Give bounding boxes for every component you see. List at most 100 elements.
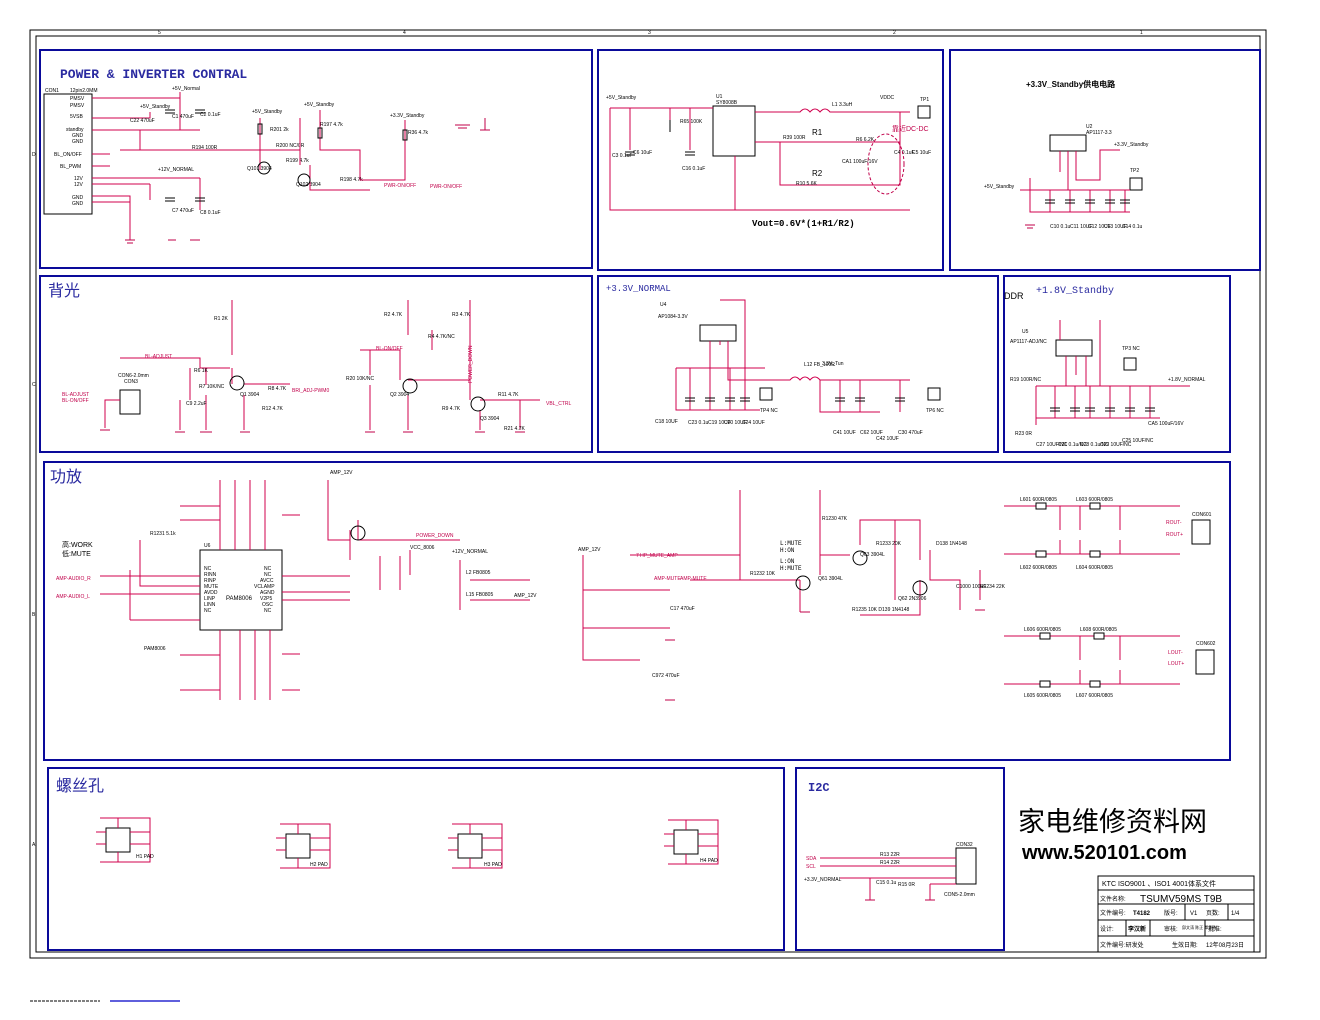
bl-onoff-con: BL-ON/OFF <box>62 398 89 404</box>
r13-label: R13 22R <box>880 852 900 858</box>
watermark-url: www.520101.com <box>1021 842 1187 864</box>
pin-label: AVDD <box>204 590 218 596</box>
part-label: C9 2.2uF <box>186 401 207 407</box>
watermark-chinese: 家电维修资料网 <box>1018 807 1207 837</box>
part-label: C22 470uF <box>130 118 155 124</box>
row-mark: C <box>32 382 36 388</box>
col-mark: 1 <box>1140 30 1143 36</box>
u5-part: AP1117-ADJ/NC <box>1010 339 1047 345</box>
part-label: Q101 3904 <box>247 166 272 172</box>
part-label: R7 10K/NC <box>199 384 225 390</box>
bead-label: L608 600R/0805 <box>1080 627 1117 633</box>
backlight-circuit: 背光 CON6-2.0mm CON3 BL-ADJUST BL-ADJUST B… <box>48 282 572 433</box>
state-label: L:MUTE <box>780 540 802 547</box>
part-label: R21 4.7K <box>504 426 526 432</box>
part-label: R3 4.7K <box>452 312 471 318</box>
part-label: C1000 100uF <box>956 584 986 590</box>
net-label: +3.3V_Standby <box>390 113 425 119</box>
standby18-circuit: DDR +1.8V_Standby U5 AP1117-ADJ/NC TP3 N… <box>1004 285 1206 448</box>
vddc-net: VDDC <box>880 95 895 101</box>
part-label: R39 100R <box>783 135 806 141</box>
fb-label: L2 FB0805 <box>466 570 491 576</box>
vcc8006-net: VCC_8006 <box>410 545 435 551</box>
pin-label: AVCC <box>260 578 274 584</box>
part-label: C7 470uF <box>172 208 194 214</box>
u4-part: AP1084-3.3V <box>658 314 688 320</box>
screw-label: H2 PAD <box>310 862 328 868</box>
scl-net: SCL <box>806 864 816 870</box>
part-label: C30 470uF <box>898 430 923 436</box>
backlight-title: 背光 <box>48 282 80 300</box>
part-label: R36 4.7k <box>408 130 429 136</box>
bead-label: L605 600R/0805 <box>1024 693 1061 699</box>
bead-label: L606 600R/0805 <box>1024 627 1061 633</box>
pin-label: NC <box>264 566 272 572</box>
part-label: C29 10UF/NC <box>1100 442 1132 448</box>
con601-label: CON601 <box>1192 512 1212 518</box>
part-label: R2 4.7K <box>384 312 403 318</box>
part-label: C4 0.1uF <box>894 150 915 156</box>
part-label: C972 470uF <box>652 673 680 679</box>
part-label: D138 1N4148 <box>936 541 967 547</box>
pin-label: RINN <box>204 572 217 578</box>
part-label: R198 4.7k <box>340 177 363 183</box>
pin-label: NC <box>204 566 212 572</box>
part-label: R65 100K <box>680 119 703 125</box>
normal33-block <box>597 275 999 453</box>
part-label: Q102 3904 <box>296 182 321 188</box>
part-label: C3 0.1uF <box>612 153 633 159</box>
r2-label: R2 <box>812 169 823 178</box>
backlight-block <box>39 275 593 453</box>
l1-label: L1 3.3uH <box>832 102 853 108</box>
net-label: +5V_Standby <box>252 109 283 115</box>
pin-label: LINN <box>204 602 216 608</box>
u1-label: U1 <box>716 94 723 100</box>
net-label: +5V_Standby <box>140 104 171 110</box>
u5-label: U5 <box>1022 329 1029 335</box>
sb33-out-net: +3.3V_Standby <box>1114 142 1149 148</box>
part-label: CA1 100uF/16V <box>842 159 878 165</box>
tp1-label: TP1 <box>920 97 929 103</box>
screws-title: 螺丝孔 <box>56 777 104 795</box>
inner-frame <box>35 35 1261 953</box>
part-label: C27 10UF/NC <box>1036 442 1068 448</box>
u6-part: PAM8006 <box>226 596 253 602</box>
screw-hole: H1 PAD <box>96 817 154 863</box>
part-label: C5 10uF <box>912 150 931 156</box>
normal33-title: +3.3V_NORMAL <box>606 284 671 294</box>
dept: 文件编号:研发处 <box>1100 941 1144 949</box>
pin-label: 12V <box>74 182 84 188</box>
row-mark: A <box>32 842 36 848</box>
state-label: L:ON <box>780 558 795 565</box>
pin-label: 5VSB <box>70 114 83 120</box>
part-label: R1 2K <box>214 316 229 322</box>
row-mark: D <box>32 152 36 158</box>
part-label: C19 10UF <box>708 420 731 426</box>
standby33-title: +3.3V_Standby供电电路 <box>1026 79 1116 89</box>
fb-label: L15 FB0805 <box>466 592 493 598</box>
screws-block <box>47 767 785 951</box>
part-label: R1234 22K <box>980 584 1006 590</box>
pin-label: LINP <box>204 596 216 602</box>
con32-type: CON5-2.0mm <box>944 892 975 898</box>
part-label: C18 10UF <box>655 419 678 425</box>
buck-input-net: +5V_Standby <box>606 95 637 101</box>
tp2-label: TP2 <box>1130 168 1139 174</box>
tun-net: 3.3V_Tun <box>822 361 844 367</box>
bead-label: L607 600R/0805 <box>1076 693 1113 699</box>
pin-label: BL_ON/OFF <box>54 152 82 158</box>
r14-label: R14 22R <box>880 860 900 866</box>
part-label: R19 100R/NC <box>1010 377 1042 383</box>
part-label: C23 0.1u <box>688 420 709 426</box>
pin-label: VCLAMP <box>254 584 275 590</box>
standby18-title: +1.8V_Standby <box>1036 285 1114 297</box>
con3-label: CON3 <box>124 379 138 385</box>
reviewers: 邱文涛 陈正 覃思勇 <box>1182 924 1216 930</box>
amp-mode-mute: 低:MUTE <box>62 549 91 558</box>
pin-label: NC <box>204 608 212 614</box>
hp-mute-net: 7 HP_MUTE_AMP <box>636 553 678 559</box>
part-label: R6 6.2K <box>856 137 875 143</box>
state-label: H:ON <box>780 547 795 554</box>
sb33-in-net: +5V_Standby <box>984 184 1015 190</box>
sda-net: SDA <box>806 856 817 862</box>
